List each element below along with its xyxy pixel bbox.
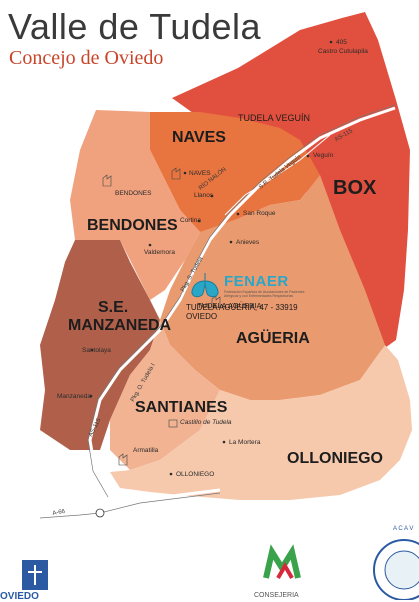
dot-veguin [306,154,310,158]
place-olloniego: OLLONIEGO [176,471,215,478]
place-santolaya: Santolaya [82,347,111,354]
lungs-icon [191,273,219,298]
map-subtitle: Concejo de Oviedo [9,47,164,69]
place-tudela-agueria: TUDELA AGÜERIA [197,301,262,310]
district-box: BOX [333,177,377,199]
region-manzaneda [40,240,160,450]
dot-san-roque [236,212,240,216]
dot-llanos [210,194,214,198]
footer-acav-text: A C A V [393,526,414,532]
factory-icon-tudela [211,295,221,308]
place-valdemora: Valdemora [144,249,175,256]
dot-la-mortera [222,440,226,444]
place-la-mortera: La Mortera [229,439,261,446]
district-se: S.E. [98,299,129,316]
region-naves [150,112,320,232]
road-a66 [39,488,221,517]
district-agueria: AGÜERIA [236,330,310,347]
region-olloniego [110,345,412,500]
road-as115 [88,106,396,507]
dot-anieves [229,240,233,244]
district-manzaneda: MANZANEDA [68,317,172,334]
place-armatilla: Armatilla [133,447,159,454]
place-san-roque: San Roque [243,210,276,217]
dot-santolaya [90,348,94,352]
consejeria-m-accent-icon [276,562,294,580]
oviedo-cross-icon [28,565,42,585]
dot-valdemora [148,243,152,247]
place-castro-number: 405 [336,39,347,46]
road-as115-outline [87,104,396,498]
place-manzaneda: Manzaneda [57,393,91,400]
place-cortina: Cortina [180,217,201,224]
footer-logos [22,539,419,600]
footer-consejeria-text: CONSEJERIA [254,592,299,599]
river-nalon [224,134,331,216]
castle-icon [168,419,178,428]
dot-manzaneda [89,394,93,398]
place-tudela-veguin: TUDELA VEGUÍN [238,113,311,123]
dot-naves [183,171,187,175]
junction-marker [95,508,105,518]
fenaer-address: TUDELA AGÜERIA, 47 - 33919 OVIEDO [186,303,298,321]
factory-icon-armatilla [118,453,128,466]
map-title: Valle de Tudela [8,6,262,47]
place-castro: Castro Cutulapila [318,48,368,55]
factory-icons [102,167,221,466]
location-dots [89,40,333,476]
dot-cortina [197,219,201,223]
region-bendones [70,110,200,300]
dot-olloniego [169,472,173,476]
footer-oviedo-text: OVIEDO [0,591,39,602]
place-castillo: Castillo de Tudela [180,419,232,426]
fenaer-sponsor: FENAER Federación Española de Asociacion… [186,273,314,321]
place-naves: NAVES [189,170,211,177]
place-llanos: Llanos [194,192,214,199]
place-veguin: Veguín [313,152,334,159]
acav-seal-inner-icon [384,550,419,590]
district-bendones: BENDONES [87,217,178,234]
factory-icon-bendones [102,174,112,187]
fenaer-description: Federación Española de Asociaciones de P… [224,290,305,298]
place-bendones: BENDONES [115,190,152,197]
region-santianes [110,320,220,470]
road-a66-outline [39,492,221,519]
fenaer-name: FENAER [224,273,289,290]
factory-icon-naves [171,167,181,180]
district-naves: NAVES [172,129,226,146]
district-santianes: SANTIANES [135,399,228,416]
district-olloniego: OLLONIEGO [287,450,383,467]
dot-castro [329,40,333,44]
place-anieves: Anieves [236,239,260,246]
